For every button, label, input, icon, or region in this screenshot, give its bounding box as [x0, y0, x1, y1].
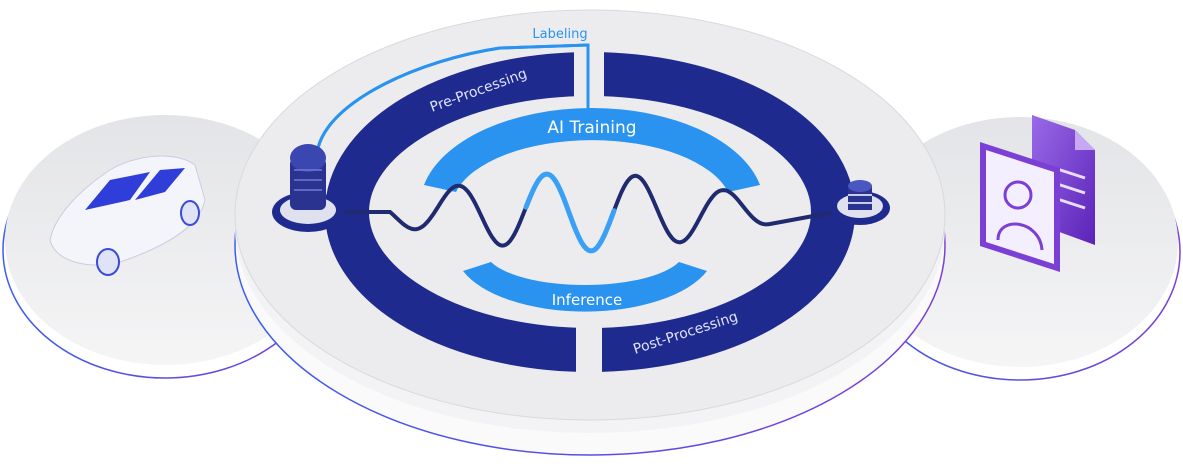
ai-training-arc	[424, 108, 760, 192]
microphone-sensor-icon	[272, 144, 344, 232]
document-person-icon	[980, 115, 1095, 272]
database-icon	[830, 180, 890, 225]
ai-training-label: AI Training	[547, 118, 636, 138]
labeling-label: Labeling	[532, 27, 587, 42]
inference-label: Inference	[552, 291, 623, 309]
inference-arc	[463, 262, 707, 312]
waveform-highlight	[523, 171, 617, 254]
car-icon	[49, 155, 206, 276]
